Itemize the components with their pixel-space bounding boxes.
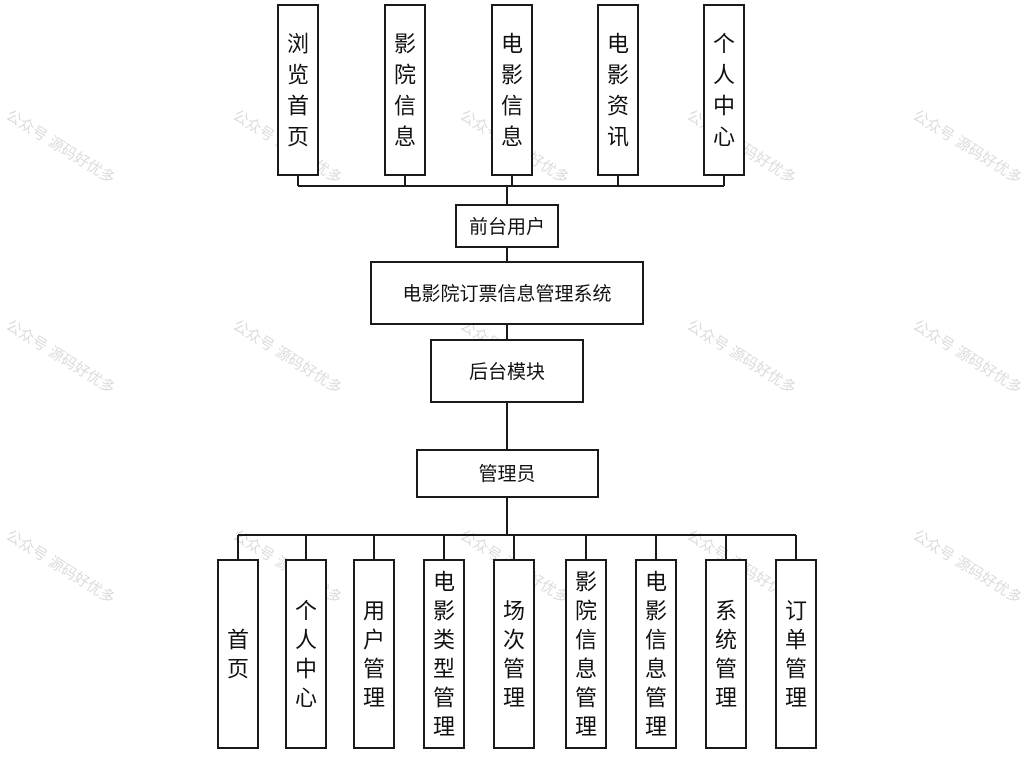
watermark-text: 公众号 源码好优多 [684,316,799,397]
frontend-module-box-5: 个人中心 [703,4,745,176]
backend-module-node: 后台模块 [430,339,584,403]
system-title-node: 电影院订票信息管理系统 [370,261,644,325]
system-title-label: 电影院订票信息管理系统 [402,283,611,305]
backend-module-box-2: 个人中心 [285,559,327,749]
watermark-text: 公众号 源码好优多 [3,316,118,397]
backend-module-group: 首页 个人中心 用户管理 电影类型管理 场次管理 影院信息管理 电影信息管理 系统管理 订单管理 [217,559,817,749]
backend-module-box-label: 个人中心 [295,600,317,712]
frontend-module-box-label: 浏览首页 [287,33,309,151]
watermark-text: 公众号 源码好优多 [3,526,118,607]
frontend-module-box-label: 电影资讯 [607,33,629,151]
frontend-module-box-1: 浏览首页 [277,4,319,176]
admin-label: 管理员 [478,463,535,485]
backend-module-box-label: 用户管理 [363,600,385,712]
frontend-module-box-label: 个人中心 [713,33,735,151]
frontend-module-box-label: 电影信息 [501,33,523,151]
frontend-module-box-4: 电影资讯 [597,4,639,176]
watermark-text: 公众号 源码好优多 [3,106,118,187]
frontend-module-box-2: 影院信息 [384,4,426,176]
frontend-user-label: 前台用户 [469,216,545,238]
watermark-text: 公众号 源码好优多 [910,316,1024,397]
backend-module-box-label: 电影类型管理 [433,571,455,741]
backend-module-box-4: 电影类型管理 [423,559,465,749]
backend-module-box-label: 电影信息管理 [645,571,667,741]
frontend-module-box-label: 影院信息 [394,33,416,151]
frontend-module-box-3: 电影信息 [491,4,533,176]
watermark-text: 公众号 源码好优多 [910,106,1024,187]
backend-module-box-7: 电影信息管理 [635,559,677,749]
backend-module-box-5: 场次管理 [493,559,535,749]
backend-module-box-label: 订单管理 [785,600,807,712]
backend-module-box-6: 影院信息管理 [565,559,607,749]
backend-module-box-label: 影院信息管理 [575,571,597,741]
backend-module-label: 后台模块 [469,361,545,383]
admin-node: 管理员 [416,449,599,498]
watermark-text: 公众号 源码好优多 [910,526,1024,607]
connector-lines [237,175,797,560]
backend-module-box-9: 订单管理 [775,559,817,749]
backend-module-box-label: 场次管理 [503,600,525,712]
backend-module-box-1: 首页 [217,559,259,749]
backend-module-box-3: 用户管理 [353,559,395,749]
frontend-module-group: 浏览首页 影院信息 电影信息 电影资讯 个人中心 [277,4,745,176]
backend-module-box-label: 系统管理 [715,600,737,712]
watermark-text: 公众号 源码好优多 [230,316,345,397]
backend-module-box-8: 系统管理 [705,559,747,749]
backend-module-box-label: 首页 [227,629,249,683]
frontend-user-node: 前台用户 [455,204,559,248]
